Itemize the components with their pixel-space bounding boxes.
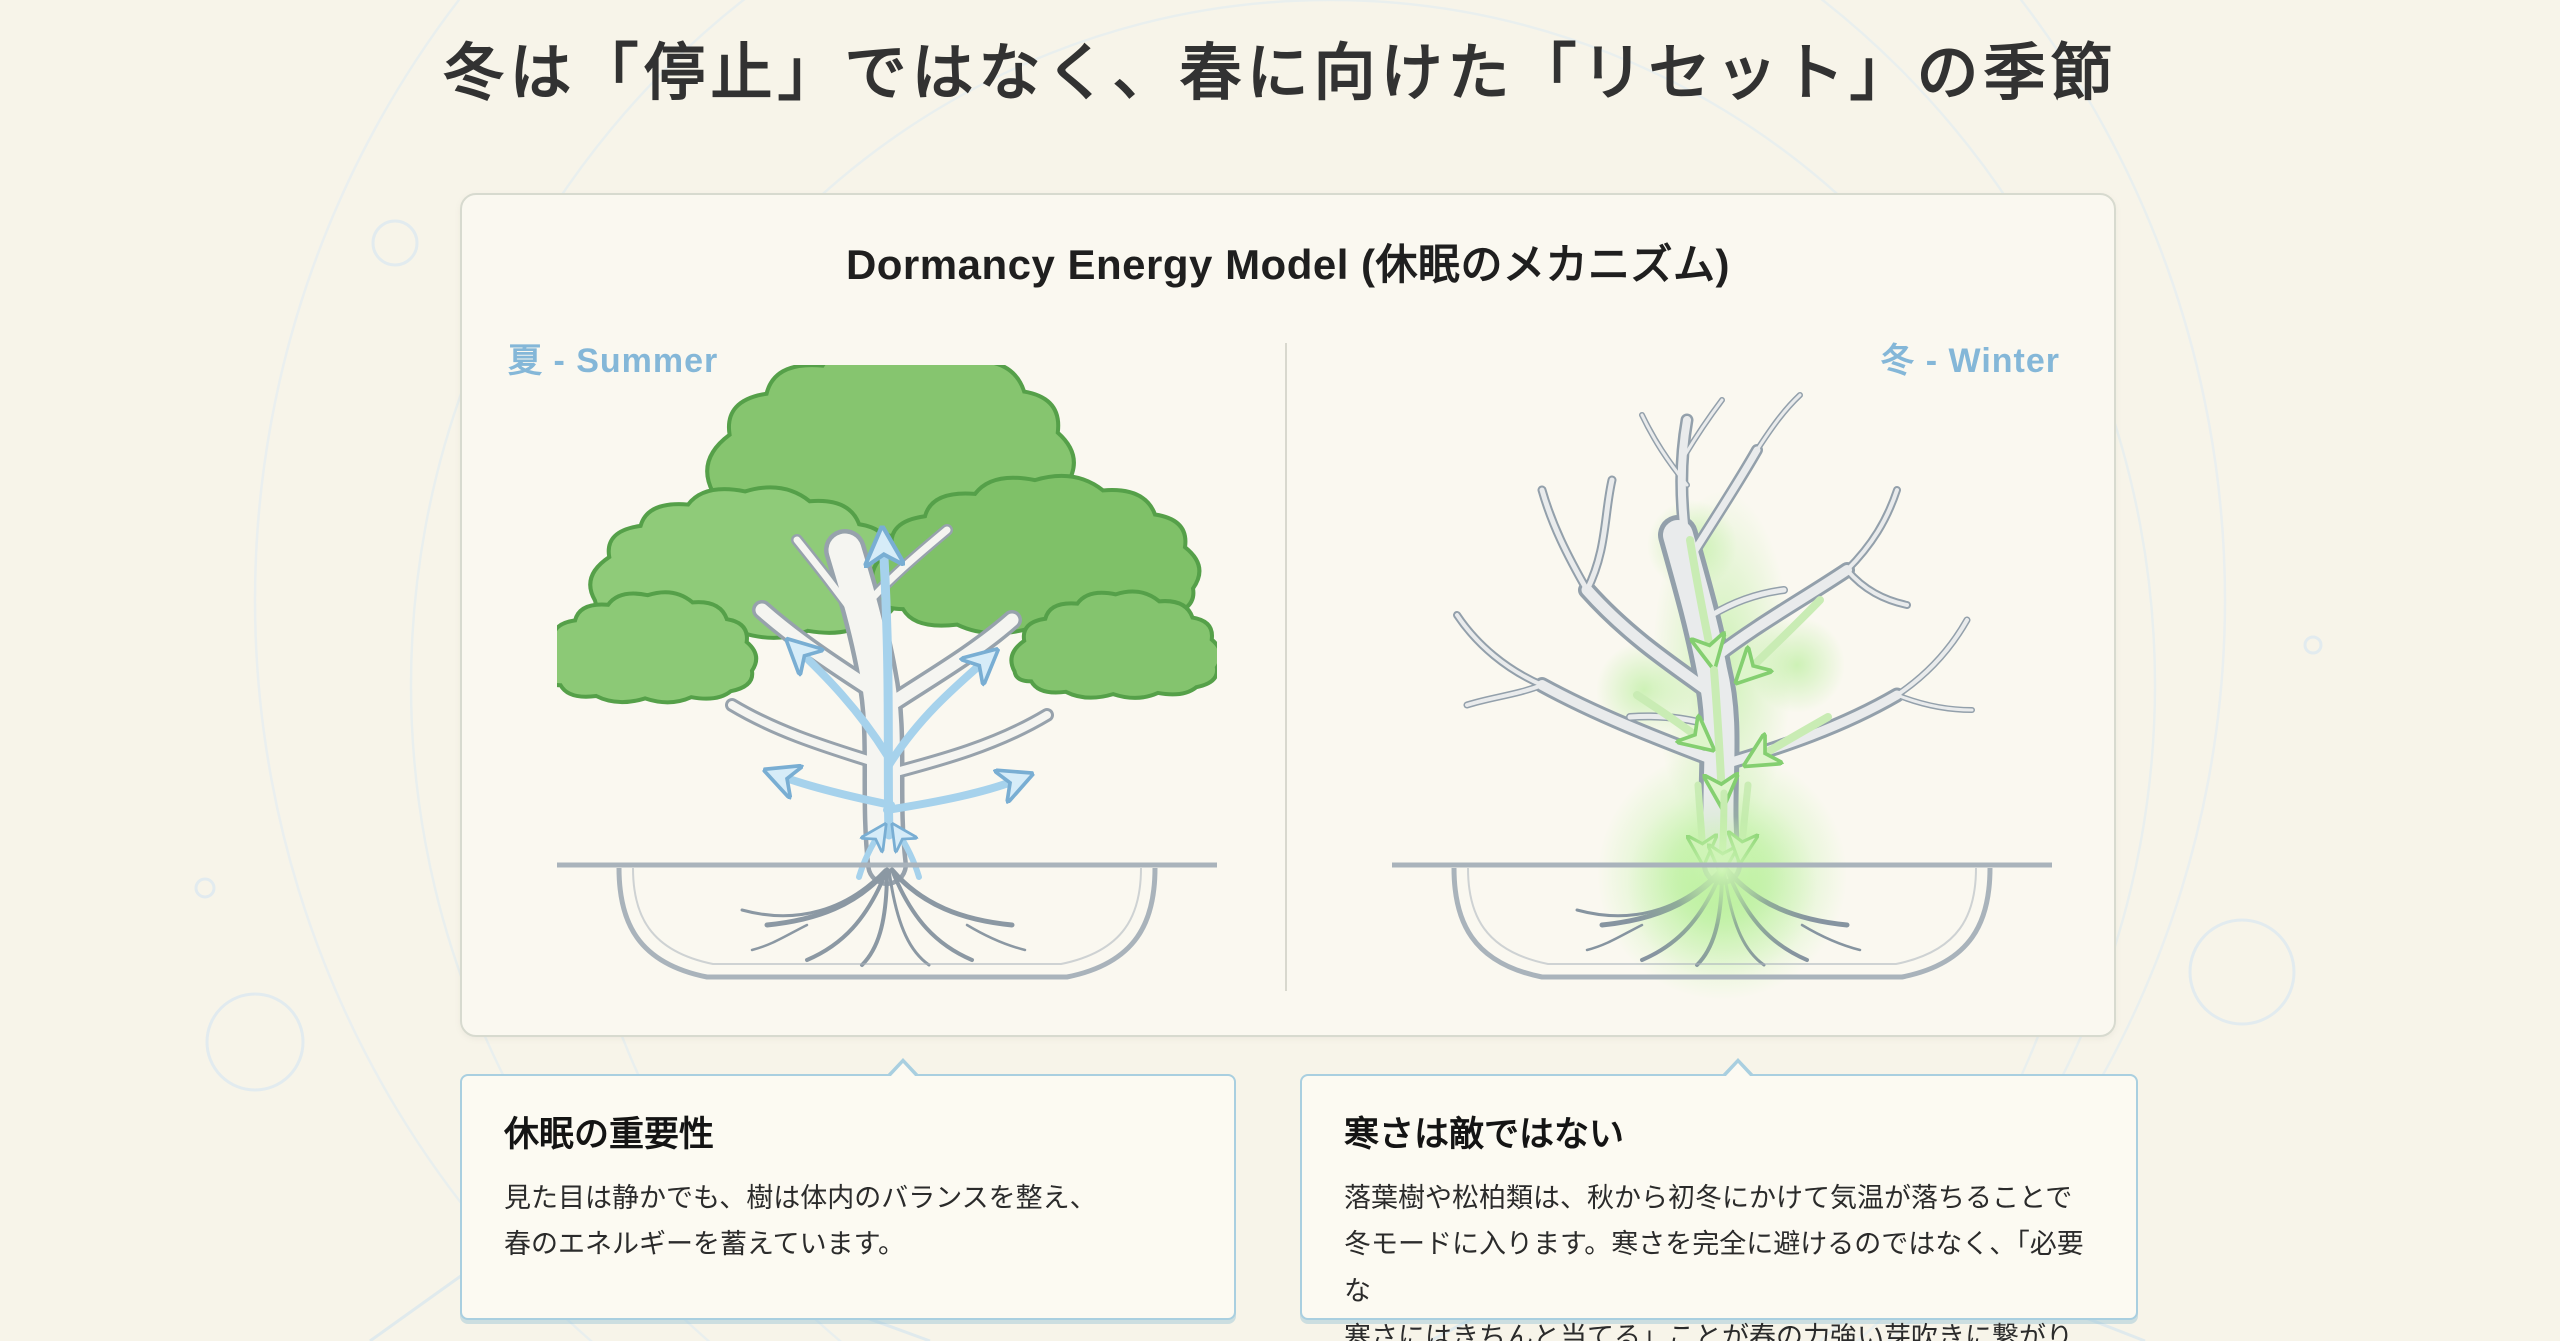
callout-dormancy-importance: 休眠の重要性 見た目は静かでも、樹は体内のバランスを整え、 春のエネルギーを蓄え… — [460, 1058, 1236, 1320]
callout-body-line: 落葉樹や松柏類は、秋から初冬にかけて気温が落ちることで — [1344, 1183, 2073, 1213]
callout-body-line: 寒さにはきちんと当てる」ことが春の力強い芽吹きに繋がります。 — [1344, 1322, 2073, 1341]
summer-season-label: 夏 - Summer — [508, 342, 719, 380]
summer-pot — [557, 862, 1217, 980]
winter-glow-core — [1627, 790, 1817, 980]
callout-title: 寒さは敵ではない — [1344, 1115, 1625, 1154]
card-title: Dormancy Energy Model (休眠のメカニズム) — [845, 241, 1731, 288]
dormancy-model-card: Dormancy Energy Model (休眠のメカニズム) 夏 - Sum… — [460, 193, 2116, 1037]
page-title: 冬は「停止」ではなく、春に向けた「リセット」の季節 — [442, 39, 2118, 108]
vertical-divider — [1285, 343, 1287, 991]
callout-body-line: 春のエネルギーを蓄えています。 — [504, 1229, 905, 1260]
winter-tree-illustration — [1392, 392, 2052, 1000]
summer-roots — [740, 867, 1027, 967]
callout-title: 休眠の重要性 — [504, 1115, 715, 1154]
callout-cold-not-enemy: 寒さは敵ではない 落葉樹や松柏類は、秋から初冬にかけて気温が落ちることで 冬モー… — [1300, 1058, 2138, 1341]
callout-pointer-icon — [1721, 1058, 1755, 1077]
summer-up-arrows-icon — [775, 540, 1022, 880]
callout-body-line: 冬モードに入ります。寒さを完全に避けるのではなく、「必要な — [1344, 1229, 2084, 1306]
winter-season-label: 冬 - Winter — [1880, 342, 2060, 380]
callout-body-line: 見た目は静かでも、樹は体内のバランスを整え、 — [504, 1183, 1097, 1213]
summer-tree-illustration — [557, 365, 1217, 980]
winter-pot — [1392, 862, 2052, 980]
callout-pointer-icon — [886, 1058, 920, 1077]
